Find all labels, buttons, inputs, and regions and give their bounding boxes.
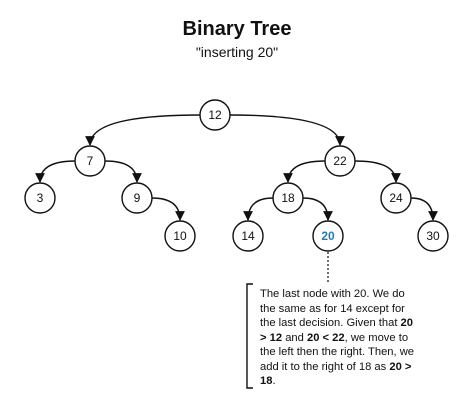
tree-node-3: 3 xyxy=(24,182,56,214)
node-label: 22 xyxy=(333,154,347,168)
tree-node-9: 9 xyxy=(121,182,153,214)
edge-n18-n14 xyxy=(243,197,274,221)
note-text-2: and xyxy=(282,331,307,344)
node-circle xyxy=(324,145,356,177)
edge-n24-n30 xyxy=(410,197,438,221)
note-text-3: , we move to the left then the right. Th… xyxy=(260,331,415,373)
tree-node-10: 10 xyxy=(164,220,196,252)
edges-layer xyxy=(35,114,438,221)
edge-n22-n24 xyxy=(354,160,401,183)
node-label: 24 xyxy=(389,191,403,205)
node-circle xyxy=(24,182,56,214)
note-text-1: The last node with 20. We do the same as… xyxy=(260,288,405,329)
tree-node-30: 30 xyxy=(417,220,449,252)
tree-node-7: 7 xyxy=(74,145,106,177)
tree-node-22: 22 xyxy=(324,145,356,177)
node-circle xyxy=(417,220,449,252)
tree-node-14: 14 xyxy=(232,220,264,252)
tree-node-20: 20 xyxy=(312,220,344,252)
node-circle xyxy=(199,99,231,131)
node-label: 3 xyxy=(37,191,44,205)
node-label: 10 xyxy=(173,229,187,243)
node-label: 18 xyxy=(281,191,295,205)
edge-n7-n3 xyxy=(35,160,76,183)
node-circle xyxy=(232,220,264,252)
edge-n12-n22 xyxy=(229,114,345,146)
node-circle xyxy=(121,182,153,214)
node-label: 14 xyxy=(241,229,255,243)
node-label: 30 xyxy=(426,229,440,243)
node-label: 12 xyxy=(208,108,222,122)
diagram-title: Binary Tree xyxy=(182,18,292,40)
node-label: 20 xyxy=(321,229,335,243)
nodes-layer: 12 7 22 3 9 18 24 10 14 20 30 xyxy=(24,99,449,252)
node-circle xyxy=(312,220,344,252)
node-circle xyxy=(74,145,106,177)
note-bold-3: 20 > 18 xyxy=(260,360,412,388)
edge-n7-n9 xyxy=(104,160,142,183)
node-circle xyxy=(380,182,412,214)
edge-n9-n10 xyxy=(151,197,185,221)
tree-node-18: 18 xyxy=(272,182,304,214)
node-circle xyxy=(164,220,196,252)
edge-n18-n20 xyxy=(302,197,333,221)
callout-bracket xyxy=(246,283,253,389)
node-circle xyxy=(272,182,304,214)
node-label: 9 xyxy=(134,191,141,205)
note-bold-1: 20 > 12 xyxy=(260,317,413,344)
diagram-subtitle: "inserting 20" xyxy=(195,44,279,60)
explanation-note: The last node with 20. We do the same as… xyxy=(260,287,420,389)
edge-n12-n7 xyxy=(85,114,201,146)
edge-n22-n18 xyxy=(283,160,326,183)
note-text-4: . xyxy=(272,375,276,387)
tree-node-24: 24 xyxy=(380,182,412,214)
node-label: 7 xyxy=(87,154,94,168)
tree-node-12: 12 xyxy=(199,99,231,131)
note-bold-2: 20 < 22 xyxy=(306,331,345,344)
